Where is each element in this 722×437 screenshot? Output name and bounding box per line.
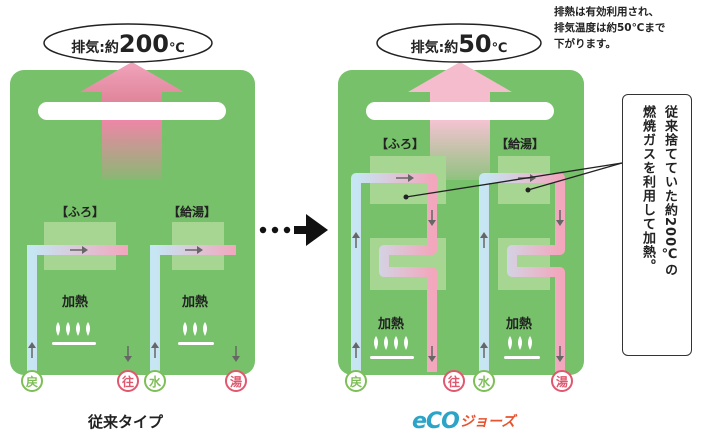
callout-column-1: 従来捨てていた約200℃の — [662, 105, 677, 278]
svg-text:往: 往 — [448, 374, 460, 389]
right-exhaust-arrow — [408, 62, 512, 102]
svg-text:湯: 湯 — [230, 374, 242, 389]
left-unit-body — [10, 70, 255, 375]
right-heat-label-1: 加熱 — [377, 316, 404, 332]
left-water-badge: 水 — [144, 370, 166, 392]
left-vent-bar — [38, 102, 226, 120]
right-hot-badge: 湯 — [551, 370, 573, 392]
heat-reuse-callout: 従来捨てていた約200℃の 燃焼ガスを利用して加熱。 — [622, 94, 692, 356]
right-burner-1 — [370, 336, 414, 359]
right-heat-label-2: 加熱 — [505, 316, 532, 332]
left-flow-arrows — [28, 246, 240, 362]
left-water-in-pipe — [150, 245, 236, 372]
right-hotwater-label: 【給湯】 — [496, 136, 544, 151]
right-flow-arrows — [352, 174, 564, 362]
svg-text:戻: 戻 — [26, 374, 38, 389]
svg-text:eCO: eCO — [412, 409, 459, 434]
eco-jozu-logo: eCO ジョーズ — [410, 404, 522, 434]
left-burner-2 — [178, 322, 214, 345]
left-exhaust-oval — [43, 23, 213, 63]
left-go-badge: 往 — [117, 370, 139, 392]
left-exhaust-arrow — [80, 62, 184, 102]
svg-text:戻: 戻 — [350, 374, 362, 389]
left-exhaust-text: 排気:約200℃ — [71, 30, 184, 58]
right-unit-body — [338, 70, 584, 375]
left-unit: 【ふろ】 【給湯】 加熱 加熱 戻 往 水 湯 排気:約200℃ — [10, 23, 255, 392]
right-return-badge: 戻 — [345, 370, 367, 392]
right-vent-bar — [366, 102, 554, 120]
right-unit: 【ふろ】 【給湯】 加熱 加熱 戻 往 水 湯 排気:約50℃ — [338, 23, 623, 392]
svg-text:水: 水 — [478, 374, 491, 389]
exhaust-note-line-2: 排気温度は約50℃まで — [554, 22, 666, 34]
eco-jozu-logo-mark: eCO ジョーズ — [412, 409, 518, 434]
callout-leader-2 — [527, 162, 623, 191]
right-burner-2 — [504, 336, 540, 359]
left-bath-label: 【ふろ】 — [56, 204, 104, 219]
svg-text:往: 往 — [122, 374, 134, 389]
left-return-badge: 戻 — [21, 370, 43, 392]
callout-column-2: 燃焼ガスを利用して加熱。 — [640, 105, 655, 273]
exhaust-note-line-1: 排熱は有効利用され、 — [554, 6, 660, 18]
left-exhaust-shaft — [102, 120, 162, 180]
left-hotwater-label: 【給湯】 — [168, 204, 216, 219]
left-bath-return-pipe — [27, 245, 128, 372]
svg-text:湯: 湯 — [556, 374, 568, 389]
left-heat-label-1: 加熱 — [61, 294, 88, 310]
right-bath-pipe — [351, 173, 437, 372]
right-go-badge: 往 — [443, 370, 465, 392]
right-bath-label: 【ふろ】 — [376, 136, 424, 151]
right-hotwater-pipe — [479, 173, 565, 372]
left-heat-label-2: 加熱 — [181, 294, 208, 310]
exhaust-note: 排熱は有効利用され、 排気温度は約50℃まで 下がります。 — [554, 4, 719, 52]
exhaust-note-line-3: 下がります。 — [554, 38, 616, 50]
right-exhaust-oval — [376, 23, 542, 63]
left-hot-badge: 湯 — [225, 370, 247, 392]
svg-text:ジョーズ: ジョーズ — [460, 413, 518, 430]
left-burner-1 — [52, 322, 96, 345]
callout-leader-1 — [405, 162, 623, 198]
right-exhaust-text: 排気:約50℃ — [411, 30, 508, 58]
right-water-badge: 水 — [473, 370, 495, 392]
svg-text:水: 水 — [149, 374, 162, 389]
transition-arrow — [259, 214, 328, 246]
conventional-caption: 従来タイプ — [88, 413, 164, 431]
